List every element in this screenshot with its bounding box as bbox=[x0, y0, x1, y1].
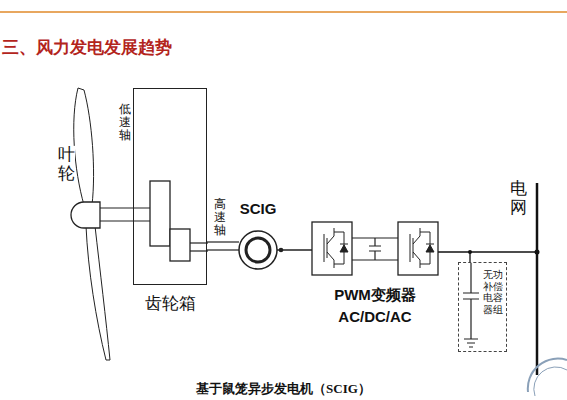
high-speed-shaft bbox=[190, 250, 208, 251]
generator-circle bbox=[239, 231, 277, 269]
large-gear bbox=[150, 181, 170, 246]
small-gear bbox=[170, 229, 190, 261]
capacitor-bank: 无功补偿电容器组 bbox=[458, 262, 507, 352]
hub bbox=[71, 202, 100, 228]
shaft-connector bbox=[207, 242, 239, 250]
node-shape bbox=[134, 89, 206, 284]
junction-dot bbox=[468, 250, 472, 254]
node-text: SCIG bbox=[232, 200, 284, 217]
generator-node: SCIG bbox=[232, 200, 284, 270]
igbt-symbol bbox=[410, 228, 430, 268]
capacitor-symbol bbox=[463, 263, 479, 347]
upper-blade bbox=[74, 88, 94, 205]
figure-caption: 基于鼠笼异步发电机（SCIG） bbox=[0, 380, 567, 398]
low-speed-shaft bbox=[100, 207, 152, 208]
generator-rotor bbox=[246, 238, 270, 262]
slide-title: 三、风力发电发展趋势 bbox=[2, 36, 172, 59]
low-speed-shaft bbox=[100, 220, 152, 221]
diode-symbol bbox=[426, 244, 434, 252]
gearbox-box: 齿轮箱 bbox=[133, 88, 207, 285]
inverter-box bbox=[312, 222, 352, 275]
inverter-box bbox=[398, 222, 438, 275]
node-text: PWM变频器 AC/DC/AC bbox=[334, 284, 416, 328]
university-seal bbox=[534, 367, 567, 396]
lower-blade bbox=[86, 226, 110, 360]
node-text: 齿轮箱 bbox=[134, 292, 206, 315]
node-text: 无功补偿电容器组 bbox=[483, 269, 503, 315]
grid-bus bbox=[536, 183, 539, 375]
grid-wire bbox=[438, 251, 537, 252]
rotor-label: 叶轮 bbox=[58, 146, 75, 183]
grid-label: 电网 bbox=[510, 180, 527, 217]
junction-dot bbox=[535, 250, 540, 255]
dc-link-capacitor bbox=[352, 238, 398, 260]
header-rule bbox=[0, 11, 567, 13]
diode-symbol bbox=[340, 244, 348, 252]
converter-node: PWM变频器 AC/DC/AC bbox=[310, 220, 440, 328]
power-wire bbox=[277, 248, 312, 253]
igbt-symbol bbox=[324, 228, 344, 268]
shaft-label: 高速轴 bbox=[214, 198, 226, 238]
shaft-label: 低速轴 bbox=[119, 103, 131, 143]
high-speed-shaft bbox=[190, 242, 208, 243]
